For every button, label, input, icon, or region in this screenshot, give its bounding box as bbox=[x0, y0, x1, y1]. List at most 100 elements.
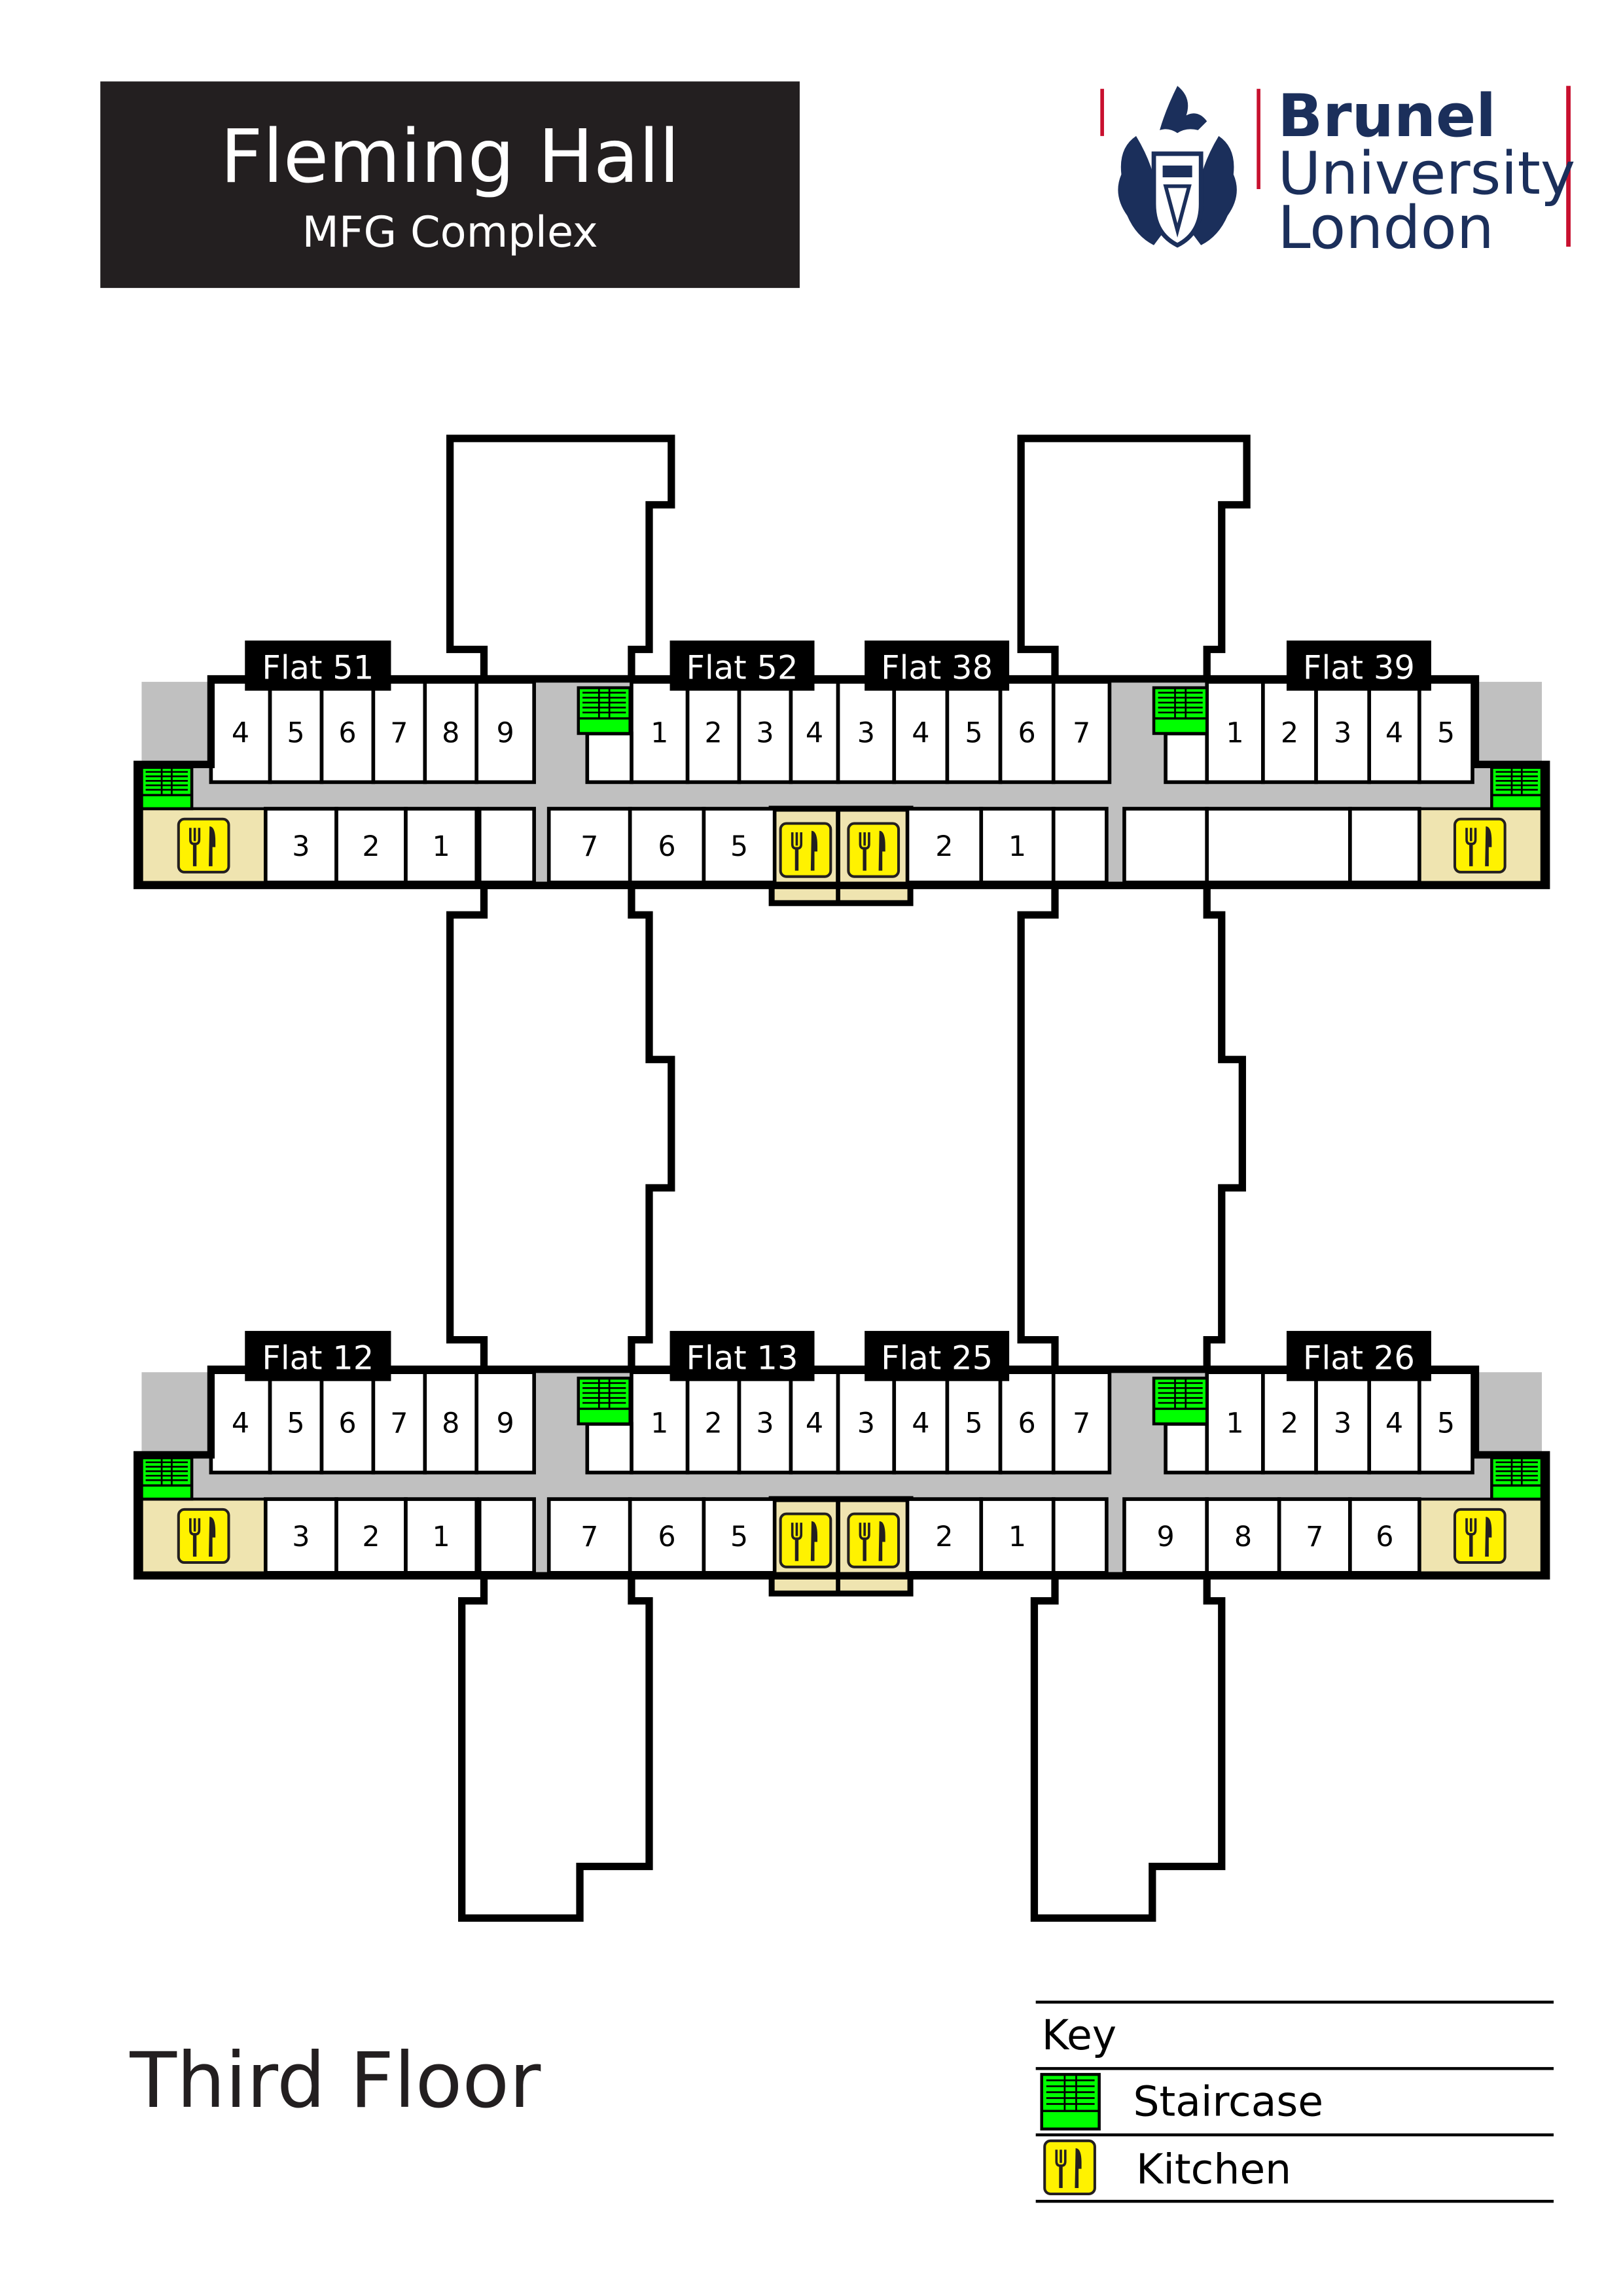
room: 5 bbox=[702, 807, 777, 885]
flat-name: Flat 12 bbox=[262, 1339, 374, 1377]
room-number: 6 bbox=[658, 1521, 675, 1553]
room: 7 bbox=[371, 680, 427, 785]
room-number: 4 bbox=[806, 717, 823, 750]
room: 5 bbox=[702, 1497, 777, 1575]
legend-label-staircase: Staircase bbox=[1133, 2077, 1323, 2125]
logo-brunel: Brunel bbox=[1277, 82, 1496, 150]
building-title: Fleming Hall bbox=[221, 113, 680, 200]
room-number: 1 bbox=[651, 717, 668, 750]
staircase-icon bbox=[140, 766, 194, 811]
room-number: 1 bbox=[1226, 717, 1243, 750]
room: 5 bbox=[268, 680, 324, 785]
room-number: 2 bbox=[935, 1521, 953, 1553]
logo-university: University bbox=[1277, 139, 1575, 208]
kitchen-icon bbox=[1453, 1508, 1507, 1564]
kitchen-icon bbox=[779, 1512, 832, 1568]
room-number: 4 bbox=[1385, 1407, 1403, 1440]
room-number: 3 bbox=[756, 1407, 774, 1440]
accommodation-block-outline bbox=[458, 1572, 653, 1922]
legend-title: Key bbox=[1042, 2011, 1116, 2059]
room-number: 8 bbox=[1234, 1521, 1252, 1553]
room-number: 1 bbox=[1008, 1521, 1026, 1553]
room: 2 bbox=[685, 680, 741, 785]
room-number: 2 bbox=[935, 830, 953, 863]
room bbox=[585, 1422, 633, 1475]
legend-item-staircase bbox=[1040, 2073, 1101, 2131]
room: 3 bbox=[836, 1370, 897, 1475]
accommodation-block-outline bbox=[1017, 881, 1246, 1373]
room: 6 bbox=[319, 680, 376, 785]
staircase-icon bbox=[577, 1376, 632, 1426]
room: 4 bbox=[789, 1370, 840, 1475]
room-number: 7 bbox=[1306, 1521, 1323, 1553]
room-number: 1 bbox=[1008, 830, 1026, 863]
room bbox=[1051, 1497, 1109, 1575]
room-number: 6 bbox=[338, 717, 356, 750]
room-number: 5 bbox=[1437, 1407, 1455, 1440]
room bbox=[1348, 807, 1421, 885]
room: 2 bbox=[334, 807, 408, 885]
room: 5 bbox=[945, 1370, 1003, 1475]
room bbox=[1051, 807, 1109, 885]
room-number: 7 bbox=[1073, 1407, 1090, 1440]
room-number: 2 bbox=[362, 1521, 380, 1553]
flat-label: Flat 13 bbox=[669, 1331, 815, 1381]
room bbox=[477, 807, 536, 885]
room: 6 bbox=[319, 1370, 376, 1475]
staircase-icon bbox=[140, 1456, 194, 1501]
room: 2 bbox=[905, 807, 984, 885]
room: 3 bbox=[1314, 1370, 1372, 1475]
room-number: 5 bbox=[287, 717, 304, 750]
room-number: 5 bbox=[965, 717, 982, 750]
room: 6 bbox=[628, 807, 706, 885]
flat-name: Flat 52 bbox=[687, 649, 798, 687]
room: 5 bbox=[268, 1370, 324, 1475]
room: 3 bbox=[1314, 680, 1372, 785]
room bbox=[1164, 732, 1209, 785]
room-number: 4 bbox=[232, 717, 249, 750]
staircase-icon bbox=[1490, 1456, 1544, 1501]
kitchen-icon bbox=[779, 822, 832, 878]
room: 5 bbox=[1418, 680, 1474, 785]
room-number: 4 bbox=[912, 1407, 929, 1440]
room: 6 bbox=[998, 1370, 1056, 1475]
room bbox=[1205, 807, 1352, 885]
room: 9 bbox=[474, 1370, 536, 1475]
room: 3 bbox=[263, 1497, 338, 1575]
room: 5 bbox=[945, 680, 1003, 785]
room-number: 4 bbox=[232, 1407, 249, 1440]
kitchen-icon bbox=[1043, 2139, 1096, 2196]
legend-label-kitchen: Kitchen bbox=[1136, 2145, 1291, 2193]
room-number: 7 bbox=[390, 1407, 408, 1440]
wing-outline bbox=[134, 1366, 1550, 1580]
room-number: 5 bbox=[730, 1521, 748, 1553]
room: 7 bbox=[1051, 1370, 1112, 1475]
room: 3 bbox=[263, 807, 338, 885]
room-number: 9 bbox=[1156, 1521, 1174, 1553]
room: 7 bbox=[546, 1497, 632, 1575]
room: 7 bbox=[1277, 1497, 1352, 1575]
room: 6 bbox=[1348, 1497, 1421, 1575]
university-crest-icon bbox=[1118, 86, 1237, 248]
accommodation-block-outline bbox=[446, 881, 675, 1373]
room-number: 9 bbox=[497, 717, 514, 750]
flat-name: Flat 13 bbox=[687, 1339, 798, 1377]
room: 1 bbox=[404, 807, 479, 885]
room-number: 6 bbox=[1018, 1407, 1036, 1440]
flat-label: Flat 25 bbox=[865, 1331, 1010, 1381]
kitchen-icon bbox=[177, 1508, 230, 1564]
flat-name: Flat 39 bbox=[1303, 649, 1415, 687]
accommodation-block-outline bbox=[446, 434, 675, 683]
room bbox=[477, 1497, 536, 1575]
flat-name: Flat 51 bbox=[262, 649, 374, 687]
wing-outline bbox=[134, 675, 1550, 889]
kitchen-icon bbox=[177, 817, 230, 874]
flat-name: Flat 25 bbox=[881, 1339, 993, 1377]
room: 1 bbox=[1205, 680, 1265, 785]
